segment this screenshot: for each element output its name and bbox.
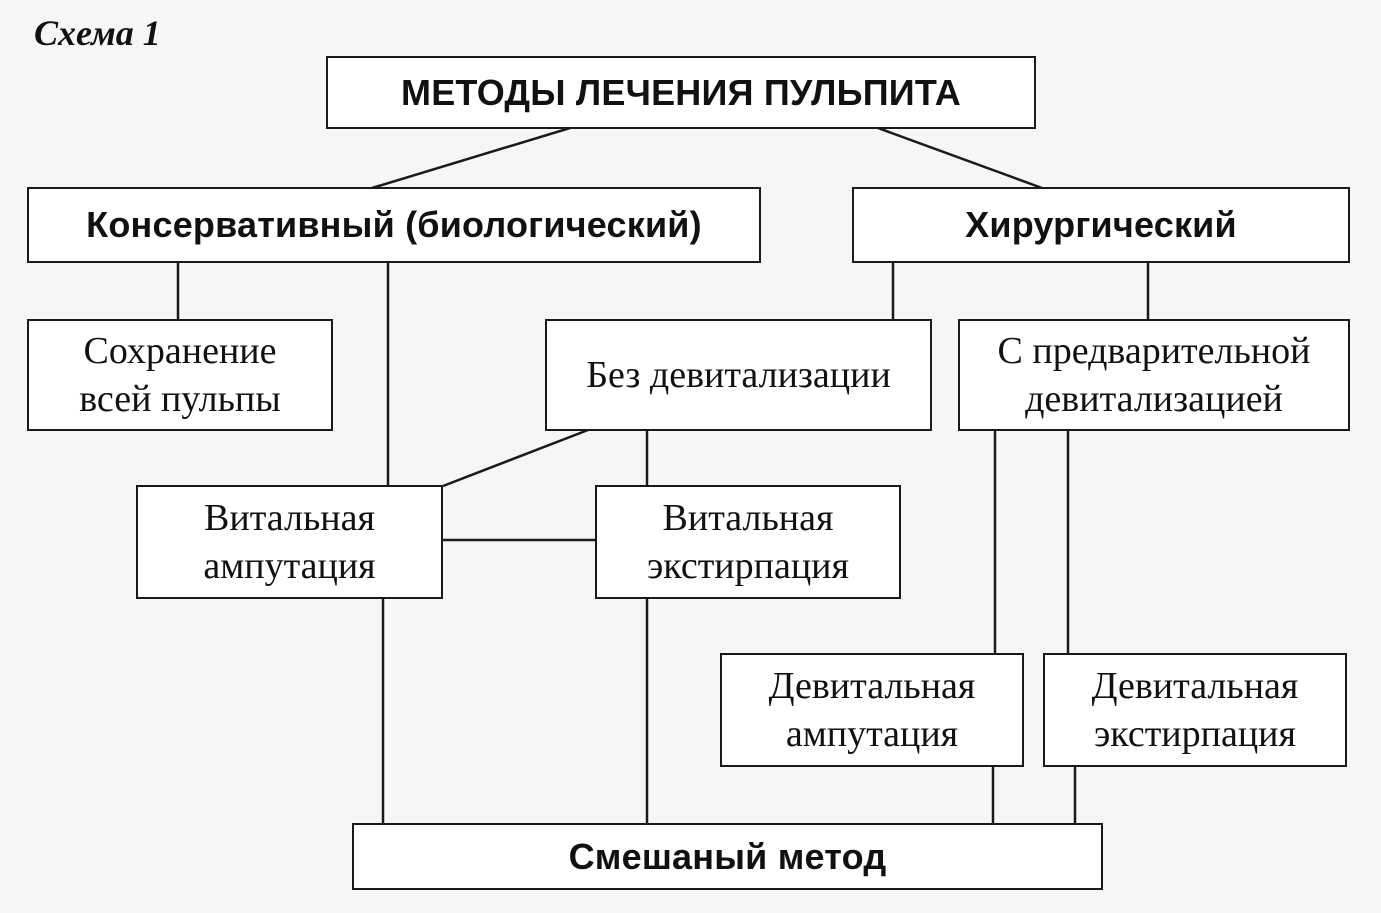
no-devitalization-node: Без девитализации [545,319,932,431]
with-devitalization-line-1: С предварительной [997,330,1311,372]
devital-extirpation-line-1: Девитальная [1091,665,1299,707]
vital-extirpation-line-2: экстирпация [647,545,849,587]
vital-amputation-line-2: ампутация [203,545,376,587]
root-node: МЕТОДЫ ЛЕЧЕНИЯ ПУЛЬПИТА [326,56,1036,129]
connector-root-surgical [877,126,1043,190]
surgical-node: Хирургический [852,187,1350,263]
conservative-node: Консервативный (биологический) [27,187,761,263]
with-devitalization-node: С предварительной девитализацией [958,319,1350,431]
mixed-method-label: Смешаный метод [568,835,887,877]
diagram-caption: Схема 1 [34,13,161,53]
preserve-pulp-node: Сохранение всей пульпы [27,319,333,431]
root-node-label: МЕТОДЫ ЛЕЧЕНИЯ ПУЛЬПИТА [401,71,961,113]
conservative-node-label: Консервативный (биологический) [86,204,702,245]
devital-extirpation-node: Девитальная экстирпация [1043,653,1347,767]
preserve-pulp-line-1: Сохранение [83,330,277,372]
no-devitalization-label: Без девитализации [586,354,891,396]
connector-nodevital-vital-amputation [442,428,589,488]
devital-amputation-node: Девитальная ампутация [720,653,1024,767]
preserve-pulp-line-2: всей пульпы [79,378,281,420]
vital-amputation-line-1: Витальная [204,497,375,539]
devital-extirpation-line-2: экстирпация [1094,713,1296,755]
devital-amputation-line-1: Девитальная [768,665,976,707]
vital-extirpation-line-1: Витальная [662,497,834,539]
mixed-method-node: Смешаный метод [352,823,1103,890]
with-devitalization-line-2: девитализацией [1025,378,1283,420]
devital-amputation-line-2: ампутация [785,713,959,755]
vital-amputation-node: Витальная ампутация [136,485,443,599]
vital-extirpation-node: Витальная экстирпация [595,485,901,599]
surgical-node-label: Хирургический [965,204,1237,245]
connector-root-conservative [371,126,571,190]
